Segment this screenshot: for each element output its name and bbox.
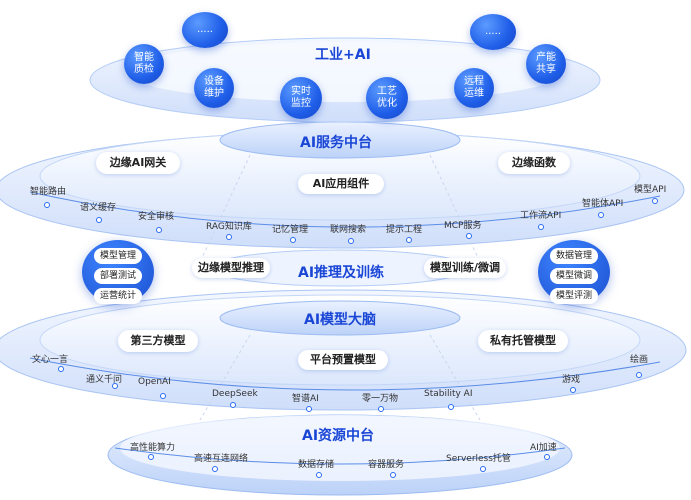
circle-more-left: ..... [182,12,228,48]
edge-ai-gateway-tag[interactable]: 边缘AI网关 [96,152,180,174]
dot [306,406,312,412]
model-brain-title: AI模型大脑 [304,312,377,328]
resource-hub-title: AI资源中台 [302,428,375,444]
item-semantic-cache: 语义缓存 [80,203,117,213]
dot [148,454,154,460]
item-interconnect: 高速互连网络 [194,454,249,464]
dot [390,472,396,478]
circle-more-right: ..... [470,14,516,50]
item-rag-kb: RAG知识库 [206,222,252,232]
item-ai-accel: AI加速 [530,443,557,453]
item-deploy-test[interactable]: 部署测试 [94,268,142,284]
item-agent-api: 智能体API [582,199,624,209]
dot [570,387,576,393]
dot [544,454,550,460]
dot [156,227,162,233]
dot [316,472,322,478]
edge-inference-tag[interactable]: 边缘模型推理 [192,258,270,278]
item-container: 容器服务 [368,460,405,470]
item-openai: OpenAI [138,377,171,387]
dot [378,406,384,412]
dot [44,202,50,208]
item-workflow-api: 工作流API [520,211,562,221]
circle-capacity-share[interactable]: 产能共享 [526,44,566,84]
dot [212,466,218,472]
dot [230,402,236,408]
dot [112,383,118,389]
item-model-api: 模型API [634,185,667,195]
dot [58,366,64,372]
item-stability: Stability AI [424,389,473,399]
circle-smart-inspection[interactable]: 智能质检 [124,44,164,84]
dot [448,404,454,410]
item-zhipu: 智谱AI [292,394,319,404]
third-party-model-tag[interactable]: 第三方模型 [118,330,198,352]
item-model-eval[interactable]: 模型评测 [550,288,598,304]
dot [480,466,486,472]
item-security-review: 安全审核 [138,212,175,222]
item-painting: 绘画 [630,355,649,365]
dot [636,372,642,378]
item-wenxin: 文心一言 [32,355,69,365]
item-memory-mgmt: 记忆管理 [272,225,309,235]
item-mcp-service: MCP服务 [444,221,482,231]
circle-realtime-monitor[interactable]: 实时监控 [280,77,322,119]
dot [652,198,658,204]
dot [290,237,296,243]
private-hosted-model-tag[interactable]: 私有托管模型 [478,330,568,352]
item-prompt-eng: 提示工程 [386,225,423,235]
inference-title: AI推理及训练 [298,265,385,281]
item-game: 游戏 [562,375,581,385]
item-model-mgmt[interactable]: 模型管理 [94,248,142,264]
dot [96,217,102,223]
dot [598,212,604,218]
top-title: 工业+AI [315,47,371,63]
item-model-tuning[interactable]: 模型微调 [550,268,598,284]
item-web-search: 联网搜索 [330,225,367,235]
dot [160,393,166,399]
item-lingyi: 零一万物 [362,394,399,404]
dot [406,237,412,243]
edge-function-tag[interactable]: 边缘函数 [498,152,570,174]
platform-preset-model-tag[interactable]: 平台预置模型 [298,350,388,370]
model-train-tune-tag[interactable]: 模型训练/微调 [424,258,506,278]
item-smart-routing: 智能路由 [30,187,67,197]
service-hub-title: AI服务中台 [300,135,373,151]
circle-device-maintenance[interactable]: 设备维护 [194,68,234,108]
item-hpc: 高性能算力 [130,443,176,453]
circle-process-optimize[interactable]: 工艺优化 [366,77,408,119]
dot [538,224,544,230]
item-serverless: Serverless托管 [446,454,511,464]
item-data-storage: 数据存储 [298,460,335,470]
ai-app-components-tag[interactable]: AI应用组件 [298,174,384,194]
circle-remote-ops[interactable]: 远程运维 [454,68,494,108]
item-data-mgmt[interactable]: 数据管理 [550,248,598,264]
item-ops-stats[interactable]: 运营统计 [94,288,142,304]
dot [226,234,232,240]
item-deepseek: DeepSeek [212,389,258,399]
dot [348,238,354,244]
dot [466,233,472,239]
item-tongyi: 通义千问 [86,375,123,385]
